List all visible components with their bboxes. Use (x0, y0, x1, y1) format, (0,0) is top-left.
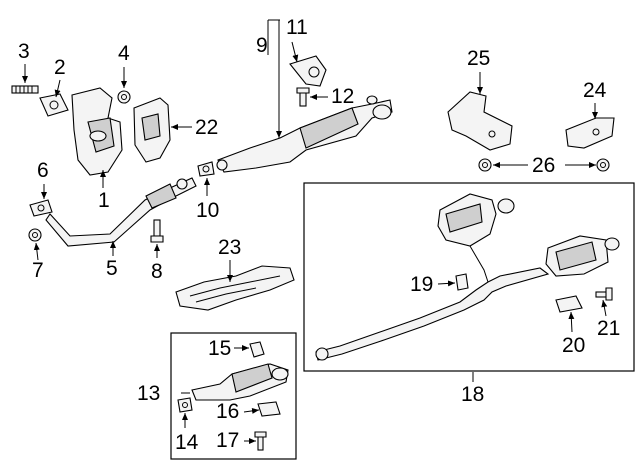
part-20-clamp (555, 295, 583, 313)
part-13-muffler-kit (191, 363, 289, 401)
callout-16: 16 (216, 400, 240, 423)
callout-18: 18 (461, 383, 485, 406)
callout-19: 19 (410, 273, 434, 296)
callout-12: 12 (331, 85, 355, 108)
callout-5: 5 (106, 257, 118, 280)
part-12-bolt (296, 87, 310, 107)
part-24-bracket (565, 117, 615, 149)
callout-26: 26 (532, 154, 556, 177)
part-19-insulator (455, 273, 469, 291)
part-16-clamp (257, 401, 281, 417)
callout-17: 17 (216, 429, 240, 452)
callout-1: 1 (98, 189, 110, 212)
callout-20: 20 (562, 334, 586, 357)
part-17-bolt (254, 431, 267, 451)
part-5-front-pipe (45, 177, 197, 247)
part-21-bolt (595, 287, 613, 301)
callout-24: 24 (583, 79, 607, 102)
callout-13: 13 (137, 382, 161, 405)
part-6-gasket (29, 199, 53, 217)
callout-9: 9 (256, 34, 268, 57)
callout-8: 8 (151, 260, 163, 283)
callout-11: 11 (286, 16, 308, 39)
part-15-insulator (249, 341, 265, 358)
callout-3: 3 (18, 40, 30, 63)
callout-2: 2 (54, 56, 66, 79)
part-18-rear-exhaust (315, 193, 620, 361)
callout-22: 22 (195, 116, 219, 139)
callout-14: 14 (175, 431, 199, 454)
part-26-nuts (478, 158, 610, 172)
part-22-heat-shield (133, 97, 171, 163)
part-11-hanger (289, 55, 327, 87)
part-14-gasket (177, 397, 193, 413)
kit-18-box (303, 182, 635, 372)
callout-6: 6 (37, 159, 49, 182)
part-4-nut (117, 90, 131, 104)
part-25-bracket (447, 91, 513, 151)
callout-23: 23 (218, 236, 242, 259)
callout-10: 10 (196, 199, 220, 222)
part-2-gasket (39, 93, 69, 117)
part-9-resonator (216, 95, 393, 173)
part-23-heat-shield (175, 265, 295, 311)
callout-7: 7 (32, 259, 44, 282)
leader-lines (22, 19, 608, 444)
part-3-stud (11, 85, 39, 94)
part-1-converter (71, 87, 123, 176)
callout-21: 21 (597, 317, 621, 340)
part-7-nut (28, 228, 42, 242)
part-8-bolt (150, 219, 164, 243)
callout-15: 15 (208, 337, 232, 360)
callout-4: 4 (118, 42, 130, 65)
callout-25: 25 (467, 47, 491, 70)
kit-13-box (170, 332, 297, 460)
part-10-gasket (197, 161, 215, 177)
